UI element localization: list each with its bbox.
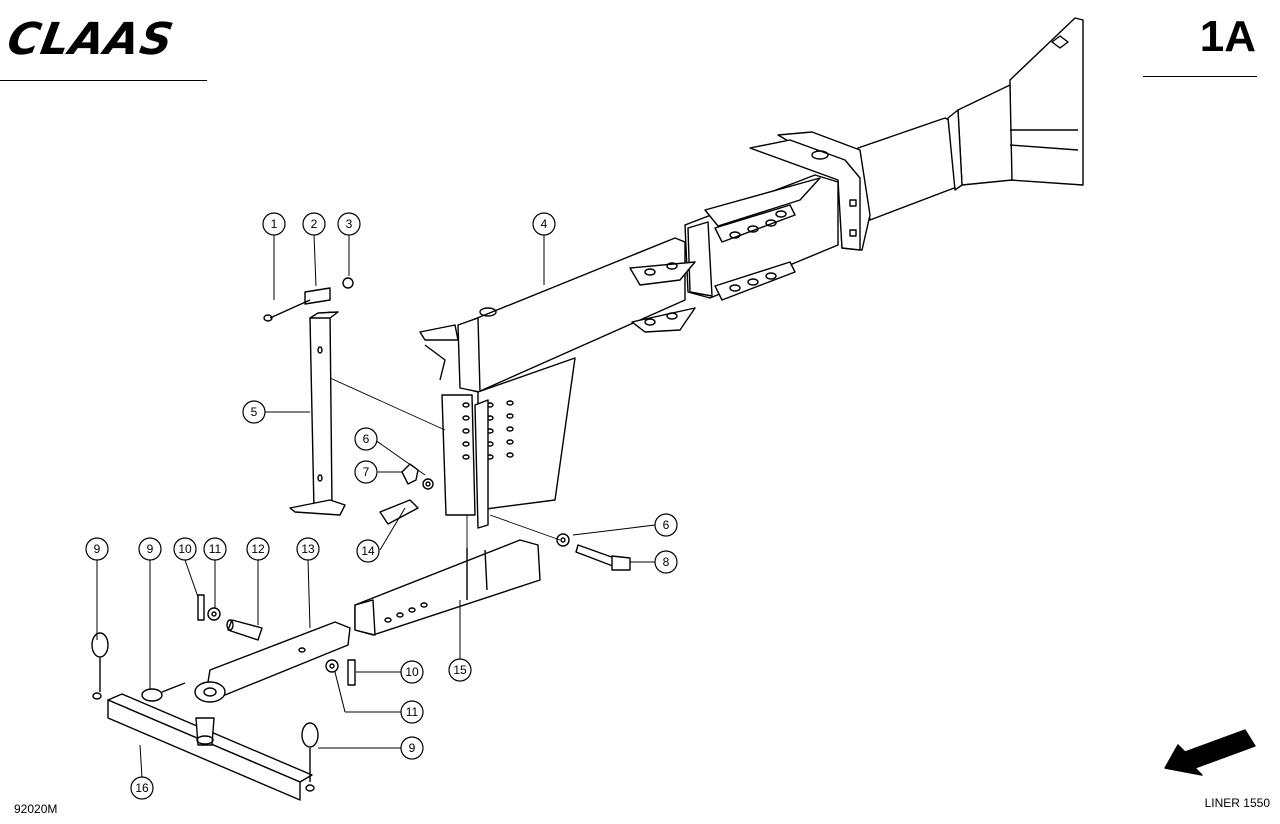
- header-rule-left: [0, 80, 207, 81]
- callout-label: 8: [663, 555, 670, 569]
- callout-12: 12: [246, 537, 270, 561]
- callout-circle: [354, 427, 378, 451]
- callout-circle: [242, 400, 266, 424]
- callout-label: 9: [147, 542, 154, 556]
- leader-lines: [96, 234, 656, 779]
- part-5-stand: [263, 277, 354, 516]
- callout-circle: [400, 700, 424, 724]
- part-13-hitch-arm: [194, 621, 351, 703]
- callout-circle: [302, 212, 326, 236]
- callout-circle: [296, 537, 320, 561]
- assembly-guide-lines: [329, 377, 561, 548]
- callout-label: 6: [363, 432, 370, 446]
- callout-label: 5: [251, 405, 258, 419]
- drawbar-main-tube: [749, 17, 1084, 251]
- direction-arrow-icon: [1164, 729, 1256, 776]
- callout-circle: [356, 539, 380, 563]
- callout-3: 3: [337, 212, 361, 236]
- callout-6: 6: [354, 427, 378, 451]
- parts-10-11-split-pins-washers: [197, 594, 356, 686]
- callout-label: 9: [94, 542, 101, 556]
- callout-label: 10: [405, 665, 419, 679]
- callout-16: 16: [130, 776, 154, 800]
- callout-1: 1: [262, 212, 286, 236]
- callout-circle: [354, 460, 378, 484]
- callout-label: 13: [301, 542, 315, 556]
- callout-circle: [448, 658, 472, 682]
- callout-13: 13: [296, 537, 320, 561]
- part-9-linch-pins: [91, 632, 319, 782]
- callout-circle: [400, 736, 424, 760]
- callout-10: 10: [173, 537, 197, 561]
- callout-circle: [85, 537, 109, 561]
- callout-circle: [246, 537, 270, 561]
- drawing-number: 92020M: [14, 802, 58, 816]
- callout-9: 9: [400, 736, 424, 760]
- callout-10: 10: [400, 660, 424, 684]
- callout-label: 11: [406, 705, 419, 719]
- callout-label: 15: [453, 663, 467, 677]
- telescopic-tube: [684, 174, 839, 301]
- callout-circle: [138, 537, 162, 561]
- header-rule-right: [1143, 76, 1257, 77]
- part-12-pin: [226, 619, 263, 641]
- callout-label: 11: [209, 542, 222, 556]
- callout-label: 16: [135, 781, 149, 795]
- callout-label: 6: [663, 518, 670, 532]
- callout-9: 9: [85, 537, 109, 561]
- sheet-number: 1A: [1199, 12, 1256, 61]
- callout-6: 6: [654, 513, 678, 537]
- callout-circle: [130, 776, 154, 800]
- parts-fasteners: [379, 463, 631, 571]
- callout-11: 11: [400, 700, 424, 724]
- callout-circle: [532, 212, 556, 236]
- machine-model: LINER 1550: [1204, 796, 1270, 810]
- callout-label: 7: [363, 465, 370, 479]
- callout-5: 5: [242, 400, 266, 424]
- callout-label: 14: [361, 544, 375, 558]
- callout-11: 11: [203, 537, 227, 561]
- callout-9: 9: [138, 537, 162, 561]
- callout-2: 2: [302, 212, 326, 236]
- callout-label: 9: [409, 741, 416, 755]
- callout-label: 4: [541, 217, 548, 231]
- callout-circle: [654, 513, 678, 537]
- callout-circle: [337, 212, 361, 236]
- part-16-cross-beam: [92, 692, 315, 801]
- callout-label: 12: [251, 542, 265, 556]
- callout-circle: [203, 537, 227, 561]
- callout-label: 1: [271, 217, 278, 231]
- callout-4: 4: [532, 212, 556, 236]
- callout-circle: [262, 212, 286, 236]
- part-4-front-section: [419, 237, 696, 529]
- callout-14: 14: [356, 539, 380, 563]
- callout-15: 15: [448, 658, 472, 682]
- callout-label: 2: [311, 217, 318, 231]
- callout-label: 3: [346, 217, 353, 231]
- callout-label: 10: [178, 542, 192, 556]
- callout-8: 8: [654, 550, 678, 574]
- callout-7: 7: [354, 460, 378, 484]
- callout-circle: [400, 660, 424, 684]
- callout-circle: [654, 550, 678, 574]
- callout-circle: [173, 537, 197, 561]
- part-15-slide-tube: [354, 539, 541, 636]
